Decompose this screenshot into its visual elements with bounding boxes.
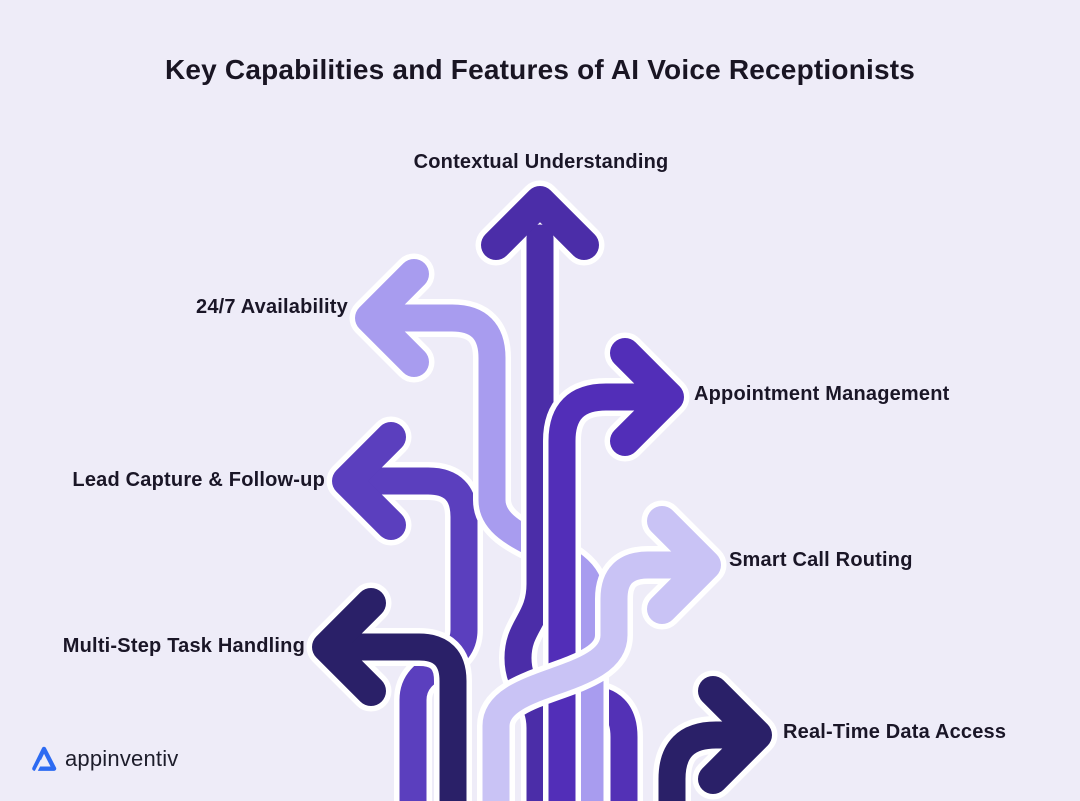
label-availability: 24/7 Availability (196, 296, 348, 318)
page-title: Key Capabilities and Features of AI Voic… (164, 54, 916, 85)
label-contextual-understanding: Contextual Understanding (413, 151, 669, 173)
appinventiv-logo-icon (32, 746, 57, 773)
contextual-arrow (475, 180, 605, 801)
label-smart-call-routing: Smart Call Routing (729, 549, 913, 571)
brand-logo: appinventiv (30, 745, 179, 773)
real-time-data-arrow (653, 670, 778, 801)
appointment-arrow (543, 332, 690, 801)
label-real-time-data-access: Real-Time Data Access (783, 721, 1007, 743)
multi-step-arrow (306, 582, 472, 801)
label-multi-step-task-handling: Multi-Step Task Handling (62, 635, 305, 657)
label-lead-capture: Lead Capture & Follow-up (72, 469, 325, 491)
lead-capture-arrow (326, 416, 483, 801)
label-appointment-management: Appointment Management (694, 383, 950, 405)
brand-name: appinventiv (65, 746, 179, 771)
smart-call-routing-arrow (477, 500, 727, 801)
